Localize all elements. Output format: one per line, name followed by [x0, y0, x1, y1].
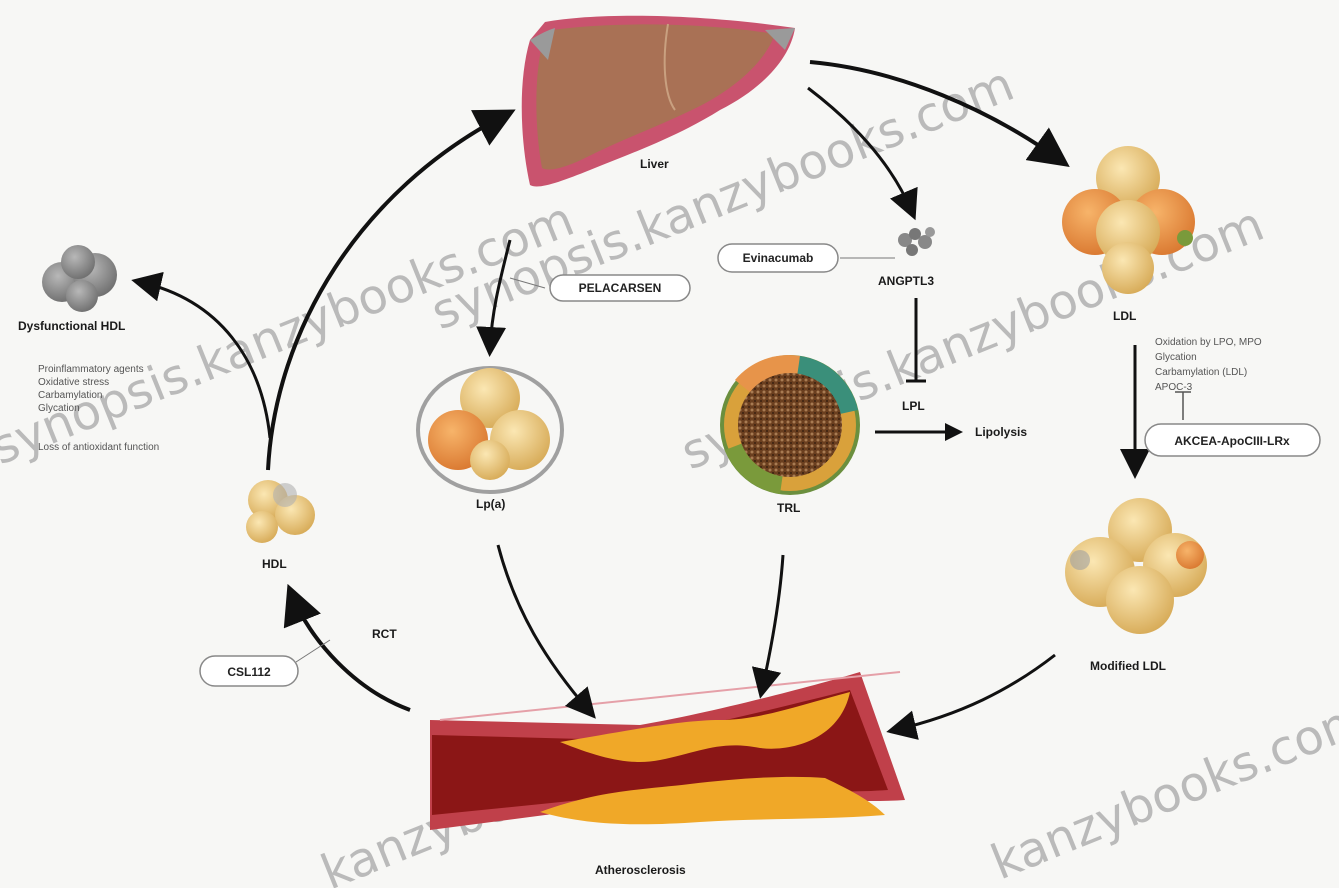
note-line: Proinflammatory agents: [38, 364, 144, 375]
rct-label: RCT: [372, 627, 397, 641]
lipolysis-label: Lipolysis: [975, 425, 1027, 439]
note-line: Glycation: [1155, 352, 1197, 363]
modified-ldl-label: Modified LDL: [1090, 659, 1166, 673]
csl112-label: CSL112: [227, 665, 271, 679]
note-line: Oxidation by LPO, MPO: [1155, 337, 1262, 348]
note-line: Carbamylation: [38, 390, 102, 401]
note-line: Loss of antioxidant function: [38, 442, 159, 453]
note-line: Glycation: [38, 403, 80, 414]
arrow-modified-to-vessel: [895, 655, 1055, 730]
lpl-label: LPL: [902, 399, 925, 413]
ldl-label: LDL: [1113, 309, 1136, 323]
dysfunctional-hdl-particle: [42, 245, 117, 312]
pelacarsen-pill: PELACARSEN: [550, 275, 690, 301]
angptl3-label: ANGPTL3: [878, 274, 934, 288]
hdl-label: HDL: [262, 557, 287, 571]
csl112-pill: CSL112: [200, 656, 298, 686]
trl-particle: [720, 355, 860, 495]
arrow-lpa-to-vessel: [498, 545, 590, 712]
atherosclerosis-label: Atherosclerosis: [595, 863, 686, 877]
artery-vessel: [430, 672, 905, 830]
trl-label: TRL: [777, 501, 800, 515]
modified-ldl-particle: [1065, 498, 1207, 634]
dysfunctional-hdl-label: Dysfunctional HDL: [18, 319, 125, 333]
evinacumab-label: Evinacumab: [743, 251, 814, 265]
note-line: Oxidative stress: [38, 377, 109, 388]
watermark-text: kanzybooks.com: [984, 689, 1339, 888]
arrow-trl-to-vessel: [762, 555, 783, 690]
arrow-vessel-to-hdl: [292, 595, 410, 710]
evinacumab-pill: Evinacumab: [718, 244, 838, 272]
lpa-particle: [418, 368, 562, 492]
akcea-pill: AKCEA-ApoCIII-LRx: [1145, 424, 1320, 456]
lpa-label: Lp(a): [476, 497, 505, 511]
hdl-particle: [246, 480, 315, 543]
ldl-notes: Oxidation by LPO, MPO Glycation Carbamyl…: [1155, 337, 1262, 393]
liver-label: Liver: [640, 157, 669, 171]
angptl3-protein: [898, 227, 935, 256]
inhibit-akcea-line: [1175, 392, 1191, 420]
pelacarsen-label: PELACARSEN: [579, 281, 662, 295]
note-line: Carbamylation (LDL): [1155, 367, 1247, 378]
akcea-label: AKCEA-ApoCIII-LRx: [1174, 434, 1290, 448]
